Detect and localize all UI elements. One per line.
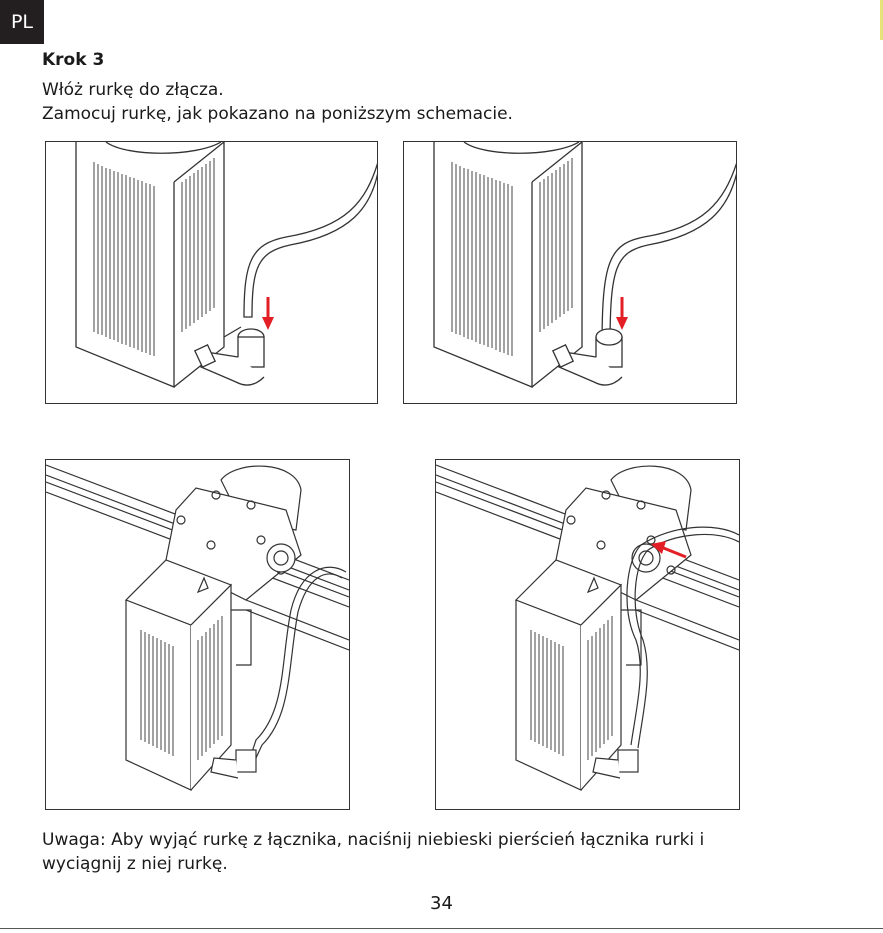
instruction-line: Włóż rurkę do złącza.	[42, 80, 224, 100]
step-title: Krok 3	[42, 50, 104, 70]
note-text: Uwaga: Aby wyjąć rurkę z łącznika, naciś…	[42, 828, 782, 876]
illustration-laser-module	[404, 142, 736, 403]
page-number: 34	[0, 893, 883, 914]
illustration-laser-on-rail	[46, 460, 349, 809]
figure-insert-tube-before	[45, 141, 378, 404]
footer-divider	[0, 928, 883, 929]
language-tab: PL	[0, 0, 44, 44]
instruction-line: Zamocuj rurkę, jak pokazano na poniższym…	[42, 104, 513, 124]
figure-insert-tube-after	[403, 141, 737, 404]
illustration-laser-on-rail	[436, 460, 739, 809]
illustration-laser-module	[46, 142, 377, 403]
figure-tube-routing-assembled	[45, 459, 350, 810]
figure-tube-release	[435, 459, 740, 810]
